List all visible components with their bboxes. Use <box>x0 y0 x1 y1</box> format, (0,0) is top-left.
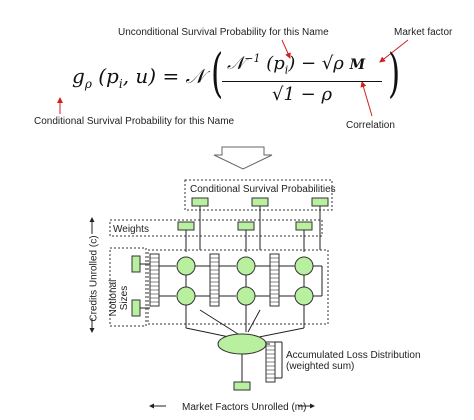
csp-block-1 <box>191 197 209 207</box>
flow-down-arrow <box>213 146 273 170</box>
credits-axis-label: Credits Unrolled (c) <box>88 235 100 322</box>
formula-lhs-args: (p <box>98 64 119 88</box>
notional-box <box>109 247 147 327</box>
weight-block-1 <box>177 221 195 231</box>
formula-lhs-args-end: , u) = 𝒩 <box>122 64 205 88</box>
formula-left-paren: ( <box>211 44 224 104</box>
accum-label-1: Accumulated Loss Distribution <box>286 350 421 361</box>
accum-label-2: (weighted sum) <box>286 361 354 372</box>
formula-num-sup: −1 <box>244 52 261 65</box>
formula: gρ (pi, u) = 𝒩 ( ) 𝒩−1 (pi) − √ρ M √1 − … <box>72 44 402 110</box>
formula-fraction-bar <box>222 81 382 82</box>
csp-block-3 <box>311 197 329 207</box>
correlation-label: Correlation <box>346 120 395 131</box>
formula-denominator: √1 − ρ <box>272 84 333 105</box>
proc-node-r2c3 <box>294 286 314 306</box>
proc-node-r1c1 <box>176 256 196 276</box>
architecture-diagram: Conditional Survival Probabilities Weigh… <box>89 179 421 413</box>
conditional-label: Conditional Survival Probability for thi… <box>34 116 235 127</box>
formula-num-b: (p <box>266 53 285 74</box>
csp-box <box>184 179 333 211</box>
proc-node-r1c2 <box>236 256 256 276</box>
output-block <box>233 381 251 391</box>
formula-lhs-sub: ρ <box>84 77 92 91</box>
formula-lhs-args-sub: i <box>118 77 123 91</box>
correlation-arrow <box>360 81 373 117</box>
formula-lhs: g <box>72 64 85 88</box>
register-stacks <box>149 253 280 383</box>
notional-label: Notional Sizes <box>108 279 130 317</box>
weights-label: Weights <box>113 224 149 235</box>
formula-right-paren: ) <box>388 44 401 104</box>
proc-node-r1c3 <box>294 256 314 276</box>
weight-block-3 <box>295 221 313 231</box>
formula-num-sub: i <box>284 63 289 77</box>
market-factor-label: Market factor <box>394 27 453 38</box>
annotation-arrows <box>57 39 409 117</box>
unconditional-label: Unconditional Survival Probability for t… <box>118 27 329 38</box>
formula-num-m: M <box>349 57 366 73</box>
proc-node-r2c2 <box>236 286 256 306</box>
weight-block-2 <box>237 221 255 231</box>
grid-dashed-box <box>147 249 329 325</box>
csp-label: Conditional Survival Probabilities <box>190 184 336 195</box>
unconditional-arrow <box>281 39 291 59</box>
notional-block-1 <box>131 255 141 273</box>
csp-block-2 <box>251 197 269 207</box>
notional-block-2 <box>131 299 141 317</box>
formula-num-n: 𝒩 <box>227 53 245 74</box>
weights-box <box>109 219 323 237</box>
market-axis-label: Market Factors Unrolled (m) <box>182 402 306 413</box>
proc-node-r2c1 <box>176 286 196 306</box>
formula-num-c: ) − √ρ <box>288 53 344 74</box>
accumulator-node <box>217 333 267 355</box>
market-factor-arrow <box>379 39 409 63</box>
